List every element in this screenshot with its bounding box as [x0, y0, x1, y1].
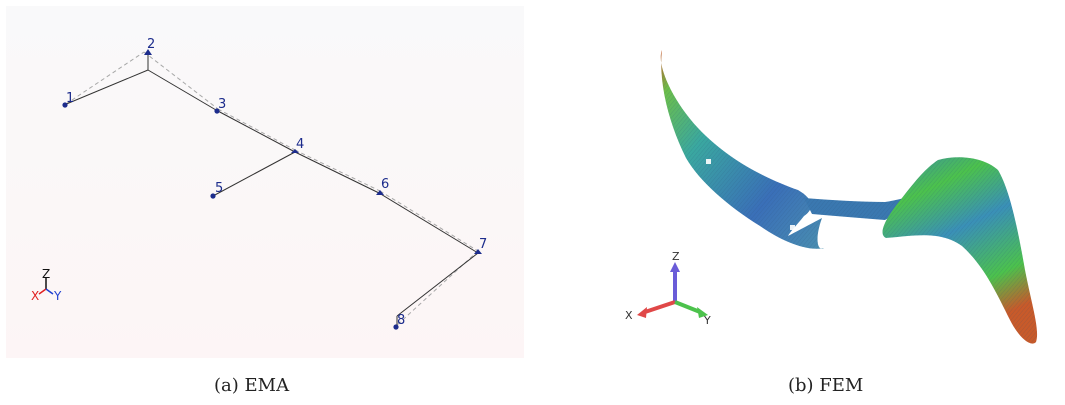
node-4-marker [291, 149, 299, 153]
node-7-marker [474, 249, 482, 254]
fem-mode-shape: Z X Y [625, 50, 1038, 344]
node-3-label: 3 [218, 97, 226, 112]
edge-1-2 [63, 69, 149, 106]
node-7-label: 7 [479, 237, 487, 252]
node-3-marker [214, 108, 220, 114]
edge-4-5 [212, 151, 296, 197]
deformed-edge-3-4 [217, 108, 296, 151]
edge-7-8 [396, 252, 479, 317]
ema-wireframe: 1 2 3 4 5 6 7 8 Z X Y [31, 37, 487, 330]
ema-axis-y-label: Y [53, 289, 62, 303]
node-2-label: 2 [147, 37, 155, 52]
node-4-label: 4 [296, 137, 304, 152]
node-5-label: 5 [215, 181, 223, 196]
node-6-label: 6 [381, 177, 389, 192]
node-8-label: 8 [397, 313, 405, 328]
ema-axis-triad: Z X Y [31, 267, 62, 303]
node-1-marker [62, 102, 68, 108]
fem-axis-y-label: Y [703, 314, 711, 327]
deformed-edge-7-8 [395, 250, 479, 327]
deformed-edge-1-2 [65, 51, 145, 105]
node-8-marker [393, 324, 399, 330]
fem-axis-triad: Z X Y [625, 250, 711, 327]
deformed-edge-6-7 [379, 190, 479, 252]
node-6-marker [376, 190, 384, 195]
ema-axis-x-label: X [31, 289, 39, 303]
node-5-marker [210, 193, 216, 199]
edge-4-6 [294, 151, 380, 194]
fem-sensor-marker-2 [790, 225, 795, 230]
ema-undeformed-shape [63, 54, 479, 328]
node-1-label: 1 [66, 91, 74, 106]
node-2-marker [144, 49, 152, 55]
fem-axis-x-label: X [625, 309, 633, 322]
ema-panel: 1 2 3 4 5 6 7 8 Z X Y [6, 6, 524, 358]
deformed-edge-2-3 [143, 51, 219, 110]
ema-axis-z-label: Z [42, 267, 50, 281]
edge-6-7 [378, 192, 479, 254]
fem-sensor-marker-1 [706, 159, 711, 164]
deformed-edge-4-6 [294, 149, 381, 192]
ema-deformed-shape [65, 51, 479, 327]
edge-2-3 [147, 69, 217, 111]
fem-axis-z-label: Z [672, 250, 680, 263]
caption-ema: (a) EMA [214, 375, 290, 396]
caption-fem: (b) FEM [788, 375, 864, 396]
edge-3-4 [215, 109, 296, 153]
fem-panel: Z X Y [600, 30, 1060, 360]
